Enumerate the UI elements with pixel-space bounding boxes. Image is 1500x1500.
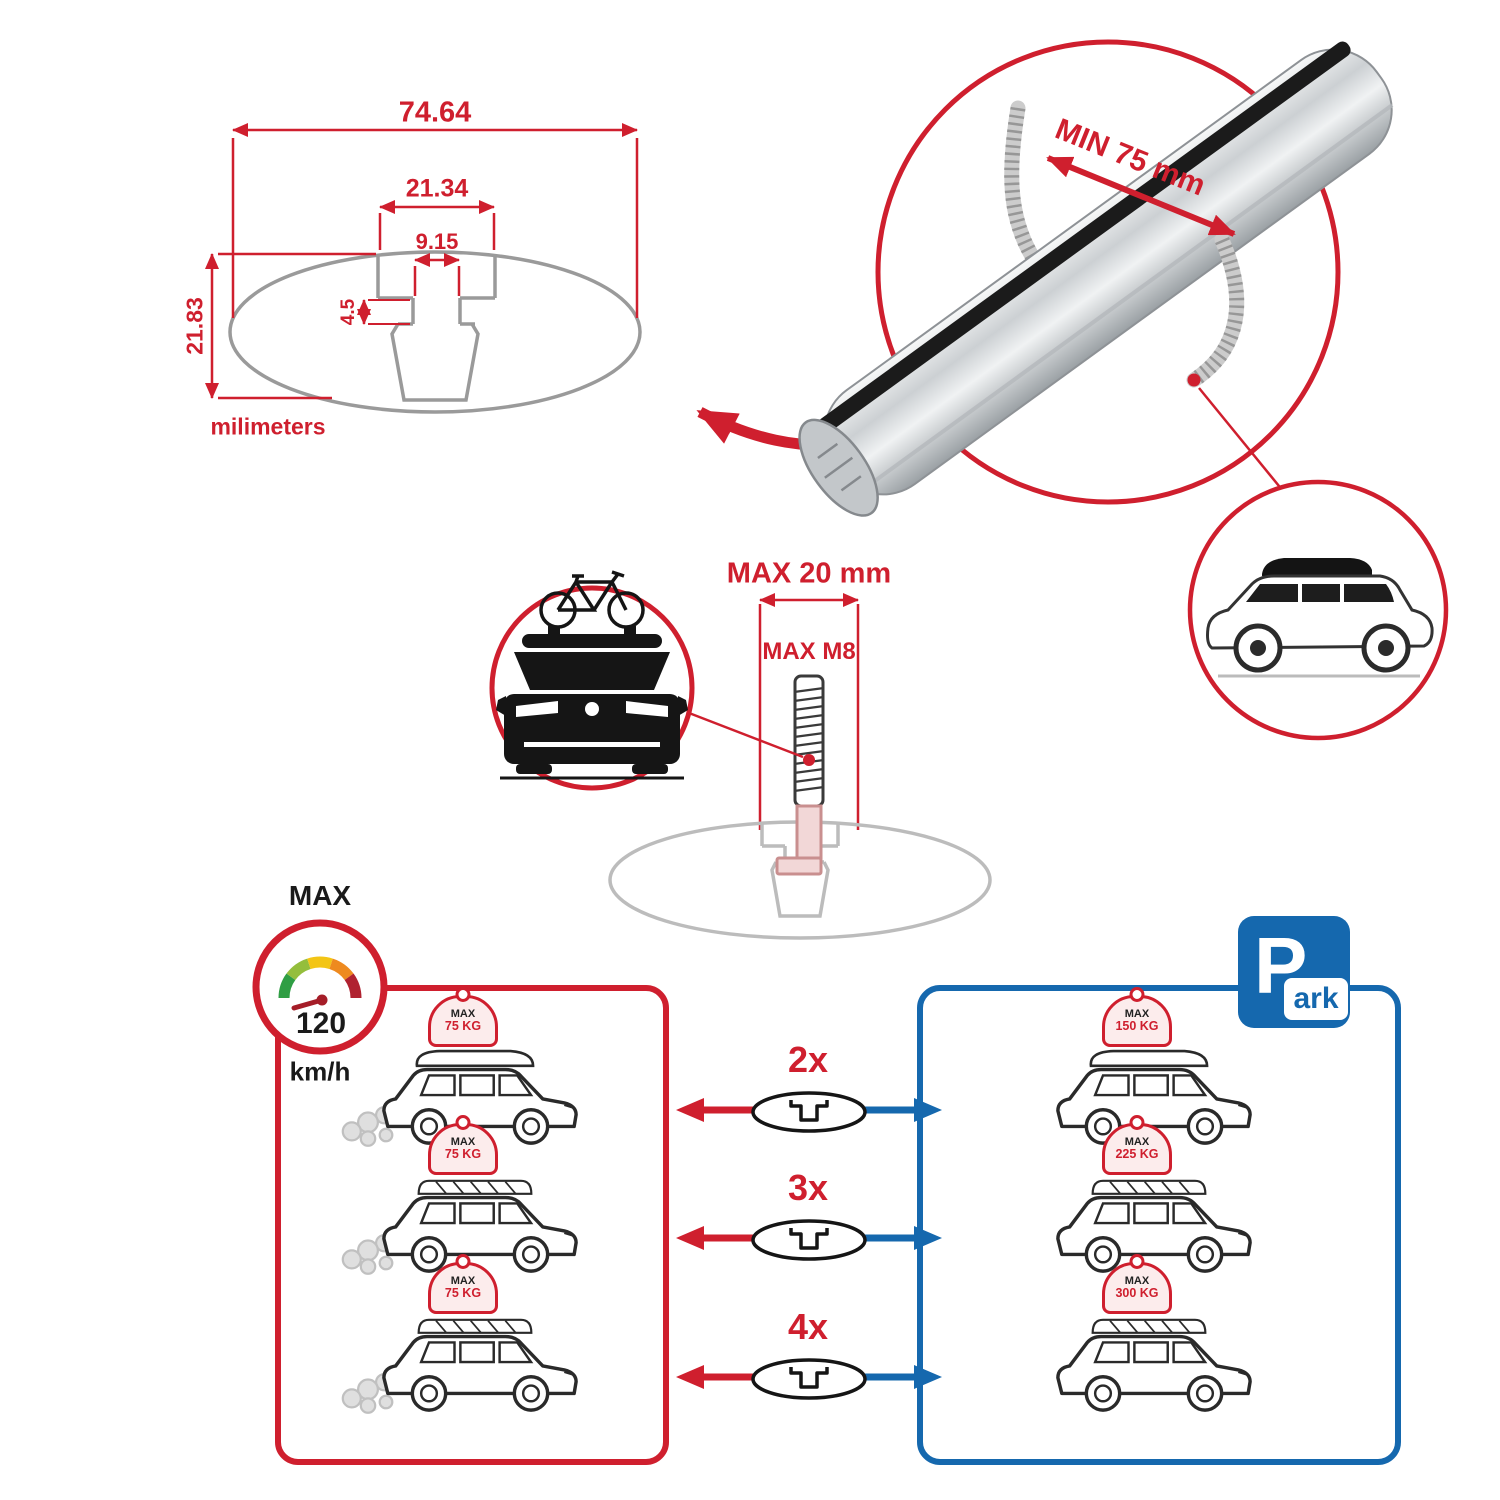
tag-load-label: 75 KG bbox=[444, 1147, 482, 1162]
bolt-t-head bbox=[775, 856, 823, 876]
row-1-connector bbox=[676, 1091, 942, 1133]
drive-load-tag-row-1: MAX 75 KG bbox=[428, 995, 498, 1047]
bolt bbox=[775, 674, 825, 876]
roof-basket-icon bbox=[1091, 1179, 1207, 1196]
dim-total-width-label: 74.64 bbox=[398, 96, 472, 129]
roof-basket-icon bbox=[417, 1318, 533, 1335]
arrow-right-blue bbox=[914, 1098, 942, 1122]
roof-basket-icon bbox=[1091, 1318, 1207, 1335]
tag-max-label: MAX bbox=[450, 1007, 476, 1020]
arrow-right-blue bbox=[914, 1365, 942, 1389]
tag-max-label: MAX bbox=[1124, 1007, 1150, 1020]
speed-units-label: km/h bbox=[289, 1056, 351, 1087]
tag-max-label: MAX bbox=[450, 1274, 476, 1287]
crossbar-profile-icon bbox=[751, 1091, 867, 1133]
min-span-arrow bbox=[1046, 155, 1236, 237]
row-2-qty-label: 3x bbox=[787, 1167, 829, 1208]
speedometer-gauge bbox=[252, 919, 388, 1055]
tag-max-label: MAX bbox=[1124, 1274, 1150, 1287]
bar-detail-callout bbox=[798, 39, 1394, 517]
arrow-right-blue bbox=[914, 1226, 942, 1250]
tag-load-label: 300 KG bbox=[1115, 1286, 1159, 1301]
tag-max-label: MAX bbox=[1124, 1135, 1150, 1148]
park-sign: P ark bbox=[1238, 916, 1350, 1028]
roof-basket-icon bbox=[417, 1179, 533, 1196]
clamp-point-dot bbox=[1187, 373, 1201, 387]
clamp-rod-back bbox=[1004, 100, 1040, 264]
car-front-bike-callout bbox=[489, 570, 695, 791]
row-1-qty-label: 2x bbox=[787, 1039, 829, 1080]
crossbar-cross-section-diagram bbox=[205, 123, 642, 414]
units-label: milimeters bbox=[210, 413, 326, 440]
row-3-qty-label: 4x bbox=[787, 1306, 829, 1347]
tag-load-label: 75 KG bbox=[444, 1019, 482, 1034]
drive-load-tag-row-2: MAX 75 KG bbox=[428, 1123, 498, 1175]
park-load-tag-row-3: MAX 300 KG bbox=[1102, 1262, 1172, 1314]
roof-box-icon bbox=[1089, 1049, 1209, 1068]
arrow-left-red bbox=[676, 1098, 704, 1122]
dim-slot-inner-label: 9.15 bbox=[415, 229, 459, 254]
gauge-circle bbox=[252, 919, 388, 1055]
car-front-details bbox=[516, 701, 668, 747]
bolt-point-dot bbox=[803, 754, 815, 766]
rubber-channel-strip bbox=[816, 41, 1351, 435]
dim-lip-label: 4.5 bbox=[338, 298, 359, 326]
suv-roofbox-callout bbox=[1187, 479, 1449, 741]
bolt-spec-diagram bbox=[608, 593, 992, 940]
leader-line-car-to-bolt bbox=[688, 711, 804, 759]
arrow-left-red bbox=[676, 1226, 704, 1250]
bolt-max-thread-label: MAX M8 bbox=[762, 638, 856, 665]
dim-slot-outer-label: 21.34 bbox=[405, 174, 469, 203]
profile-outline bbox=[228, 250, 642, 414]
drive-load-tag-row-3: MAX 75 KG bbox=[428, 1262, 498, 1314]
bolt-neck-in-slot bbox=[795, 804, 823, 860]
speed-value-label: 120 bbox=[295, 1007, 347, 1040]
connector-line-to-suv bbox=[1198, 387, 1293, 503]
arrow-left-red bbox=[676, 1365, 704, 1389]
park-sign-chip: ark bbox=[1284, 978, 1348, 1020]
crossbar-profile-icon bbox=[751, 1219, 867, 1261]
dim-total-height-label: 21.83 bbox=[181, 297, 208, 355]
park-load-tag-row-1: MAX 150 KG bbox=[1102, 995, 1172, 1047]
park-sign-suffix: ark bbox=[1293, 982, 1339, 1015]
row-3-connector bbox=[676, 1358, 942, 1400]
aluminum-crossbar bbox=[798, 41, 1394, 517]
tag-load-label: 225 KG bbox=[1115, 1147, 1159, 1162]
crossbar-profile-icon bbox=[751, 1358, 867, 1400]
clamp-rod-front bbox=[1186, 232, 1245, 388]
roof-box-icon bbox=[415, 1049, 535, 1068]
bolt-max-length-label: MAX 20 mm bbox=[726, 557, 892, 590]
row-2-connector bbox=[676, 1219, 942, 1261]
tag-load-label: 75 KG bbox=[444, 1286, 482, 1301]
tag-max-label: MAX bbox=[450, 1135, 476, 1148]
roof-cargo-box bbox=[1262, 558, 1372, 576]
tag-load-label: 150 KG bbox=[1115, 1019, 1159, 1034]
bar-end-cap bbox=[798, 418, 879, 517]
park-load-tag-row-2: MAX 225 KG bbox=[1102, 1123, 1172, 1175]
gauge-arcs bbox=[278, 956, 362, 999]
dimension-lines bbox=[205, 123, 639, 400]
speed-max-label: MAX bbox=[288, 880, 352, 911]
suv-windows bbox=[1246, 584, 1394, 602]
